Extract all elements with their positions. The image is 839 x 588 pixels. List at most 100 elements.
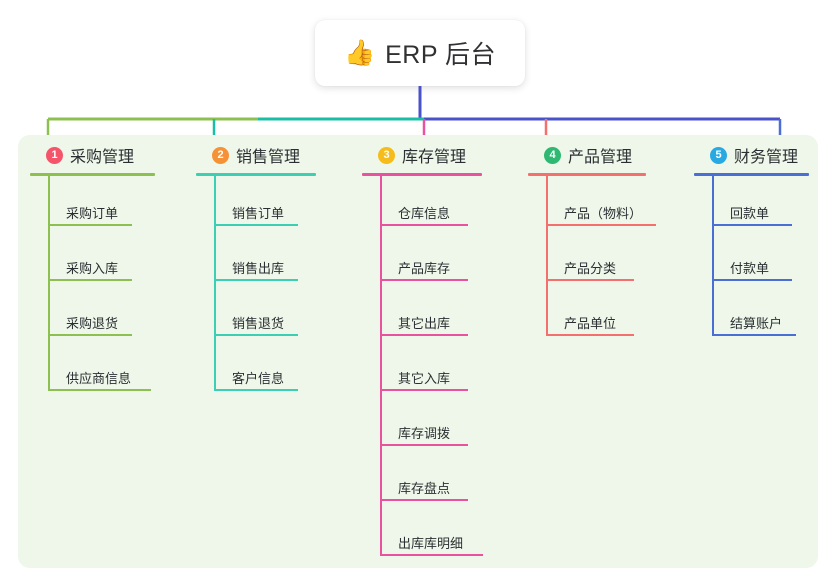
column-items-2: 销售订单销售出库销售退货客户信息 bbox=[196, 176, 316, 396]
root-node[interactable]: 👍 ERP 后台 bbox=[315, 20, 525, 86]
thumbs-up-icon: 👍 bbox=[343, 38, 376, 67]
leaf-item-underline bbox=[380, 279, 468, 281]
column-header-5[interactable]: 5 财务管理 bbox=[694, 143, 809, 167]
column-badge-3: 3 bbox=[378, 146, 395, 164]
leaf-item-label: 回款单 bbox=[730, 206, 770, 221]
diagram-panel bbox=[18, 135, 818, 568]
leaf-item[interactable]: 付款单 bbox=[694, 231, 809, 286]
leaf-item-label: 销售出库 bbox=[232, 261, 285, 276]
leaf-item[interactable]: 销售退货 bbox=[196, 286, 316, 341]
leaf-item-underline bbox=[214, 334, 298, 336]
column-header-1[interactable]: 1 采购管理 bbox=[30, 143, 155, 167]
column-3: 3 库存管理仓库信息产品库存其它出库其它入库库存调拨库存盘点出库库明细 bbox=[362, 143, 483, 561]
column-underline-3 bbox=[362, 173, 482, 176]
leaf-item-label: 产品库存 bbox=[398, 261, 451, 276]
leaf-item-underline bbox=[48, 224, 132, 226]
column-items-3: 仓库信息产品库存其它出库其它入库库存调拨库存盘点出库库明细 bbox=[362, 176, 483, 561]
leaf-item[interactable]: 销售订单 bbox=[196, 176, 316, 231]
column-badge-4: 4 bbox=[544, 146, 561, 164]
leaf-item[interactable]: 采购退货 bbox=[30, 286, 155, 341]
leaf-item-label: 其它入库 bbox=[398, 371, 451, 386]
column-items-5: 回款单付款单结算账户 bbox=[694, 176, 809, 341]
column-underline-1 bbox=[30, 173, 155, 176]
leaf-item[interactable]: 其它入库 bbox=[362, 341, 482, 396]
column-title-1: 采购管理 bbox=[70, 149, 135, 166]
leaf-item-underline bbox=[546, 224, 656, 226]
column-items-4: 产品（物料） 产品分类产品单位 bbox=[528, 176, 656, 341]
leaf-item[interactable]: 采购订单 bbox=[30, 176, 155, 231]
leaf-item-label: 仓库信息 bbox=[398, 206, 451, 221]
column-underline-4 bbox=[528, 173, 646, 176]
column-title-4: 产品管理 bbox=[568, 149, 633, 166]
leaf-item-underline bbox=[380, 389, 468, 391]
leaf-item[interactable]: 客户信息 bbox=[196, 341, 316, 396]
column-spine-4 bbox=[546, 176, 548, 336]
leaf-item-underline bbox=[712, 224, 792, 226]
column-title-3: 库存管理 bbox=[402, 149, 467, 166]
column-badge-1: 1 bbox=[46, 146, 63, 164]
leaf-item-label: 其它出库 bbox=[398, 316, 451, 331]
column-2: 2 销售管理销售订单销售出库销售退货客户信息 bbox=[196, 143, 316, 396]
leaf-item[interactable]: 结算账户 bbox=[694, 286, 809, 341]
leaf-item-underline bbox=[214, 224, 298, 226]
leaf-item-underline bbox=[380, 499, 468, 501]
leaf-item-label: 出库库明细 bbox=[398, 536, 464, 551]
column-spine-3 bbox=[380, 176, 382, 556]
leaf-item[interactable]: 库存调拨 bbox=[362, 396, 482, 451]
column-5: 5 财务管理回款单付款单结算账户 bbox=[694, 143, 809, 341]
leaf-item[interactable]: 销售出库 bbox=[196, 231, 316, 286]
leaf-item-label: 采购退货 bbox=[66, 316, 119, 331]
leaf-item[interactable]: 产品单位 bbox=[528, 286, 646, 341]
leaf-item[interactable]: 供应商信息 bbox=[30, 341, 155, 396]
leaf-item-underline bbox=[546, 334, 634, 336]
leaf-item-label: 库存调拨 bbox=[398, 426, 451, 441]
leaf-item-underline bbox=[712, 279, 792, 281]
leaf-item[interactable]: 产品（物料） bbox=[528, 176, 656, 231]
leaf-item-underline bbox=[48, 389, 151, 391]
column-header-4[interactable]: 4 产品管理 bbox=[528, 143, 646, 167]
leaf-item-label: 客户信息 bbox=[232, 371, 285, 386]
column-underline-2 bbox=[196, 173, 316, 176]
leaf-item-underline bbox=[214, 279, 298, 281]
leaf-item[interactable]: 仓库信息 bbox=[362, 176, 482, 231]
leaf-item-underline bbox=[48, 334, 132, 336]
leaf-item[interactable]: 产品库存 bbox=[362, 231, 482, 286]
leaf-item-label: 供应商信息 bbox=[66, 371, 132, 386]
column-spine-5 bbox=[712, 176, 714, 336]
leaf-item-underline bbox=[380, 444, 468, 446]
column-title-2: 销售管理 bbox=[236, 149, 301, 166]
leaf-item-label: 采购入库 bbox=[66, 261, 119, 276]
leaf-item-underline bbox=[380, 554, 483, 556]
column-4: 4 产品管理产品（物料） 产品分类产品单位 bbox=[528, 143, 656, 341]
leaf-item[interactable]: 采购入库 bbox=[30, 231, 155, 286]
leaf-item[interactable]: 回款单 bbox=[694, 176, 809, 231]
column-underline-5 bbox=[694, 173, 809, 176]
leaf-item-label: 结算账户 bbox=[730, 316, 783, 331]
leaf-item-label: 采购订单 bbox=[66, 206, 119, 221]
leaf-item-underline bbox=[712, 334, 796, 336]
column-spine-1 bbox=[48, 176, 50, 391]
column-title-5: 财务管理 bbox=[734, 149, 799, 166]
leaf-item[interactable]: 库存盘点 bbox=[362, 451, 482, 506]
leaf-item-label: 付款单 bbox=[730, 261, 770, 276]
column-header-3[interactable]: 3 库存管理 bbox=[362, 143, 482, 167]
leaf-item-underline bbox=[214, 389, 298, 391]
leaf-item-label: 库存盘点 bbox=[398, 481, 451, 496]
leaf-item-label: 销售订单 bbox=[232, 206, 285, 221]
leaf-item-label: 产品单位 bbox=[564, 316, 617, 331]
column-badge-5: 5 bbox=[710, 146, 727, 164]
column-spine-2 bbox=[214, 176, 216, 391]
column-header-2[interactable]: 2 销售管理 bbox=[196, 143, 316, 167]
leaf-item[interactable]: 产品分类 bbox=[528, 231, 646, 286]
column-items-1: 采购订单采购入库采购退货供应商信息 bbox=[30, 176, 155, 396]
leaf-item[interactable]: 出库库明细 bbox=[362, 506, 483, 561]
root-title: ERP 后台 bbox=[385, 41, 497, 69]
leaf-item-underline bbox=[380, 334, 468, 336]
column-badge-2: 2 bbox=[212, 146, 229, 164]
leaf-item-label: 产品（物料） bbox=[564, 206, 643, 221]
leaf-item-label: 产品分类 bbox=[564, 261, 617, 276]
leaf-item-underline bbox=[48, 279, 132, 281]
column-1: 1 采购管理采购订单采购入库采购退货供应商信息 bbox=[30, 143, 155, 396]
leaf-item[interactable]: 其它出库 bbox=[362, 286, 482, 341]
